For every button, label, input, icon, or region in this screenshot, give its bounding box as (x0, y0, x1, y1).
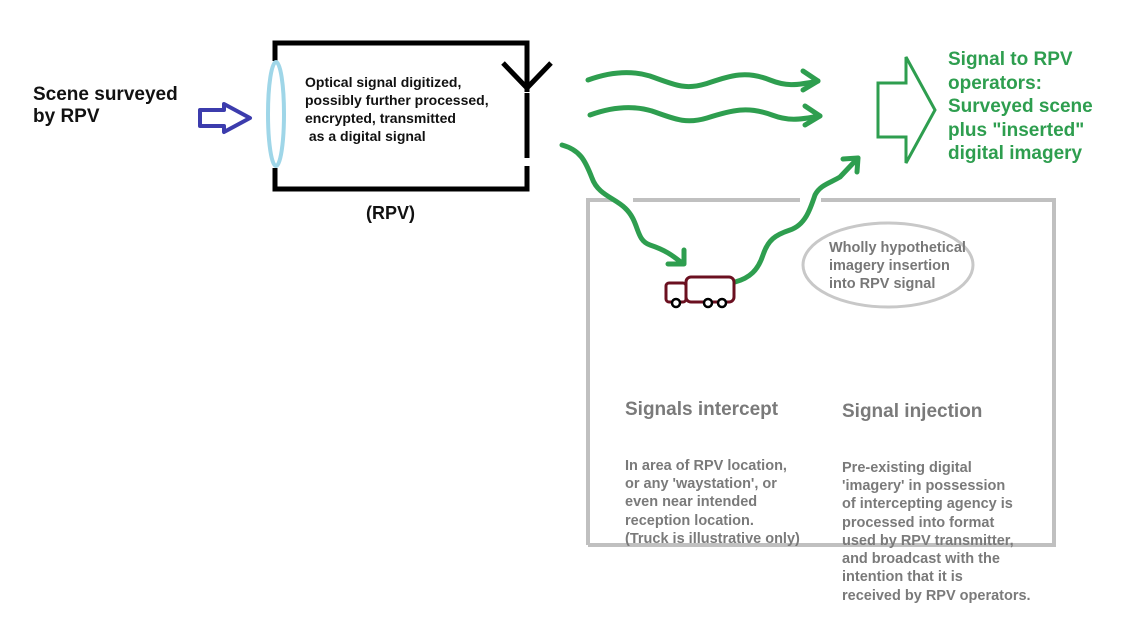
rpv-box (272, 40, 530, 192)
arrowhead-icon (800, 68, 821, 93)
signal-injection-section: Signal injection Pre-existing digital 'i… (842, 365, 1031, 623)
lens-icon (266, 60, 286, 168)
signals-intercept-section: Signals intercept In area of RPV locatio… (625, 363, 800, 566)
signal-injection-body: Pre-existing digital 'imagery' in posses… (842, 459, 1031, 604)
arrowhead-icon (802, 103, 823, 128)
arrowhead-icon (840, 155, 861, 175)
rpv-label: (RPV) (366, 203, 415, 223)
arrowhead-icon (665, 247, 687, 267)
signals-intercept-body: In area of RPV location, or any 'waystat… (625, 457, 800, 547)
wavy-arrow-icon (585, 70, 821, 90)
operators-signal-label: Signal to RPV operators: Surveyed scene … (948, 49, 1093, 164)
intercept-region-box (586, 198, 1056, 547)
truck-icon (664, 275, 736, 309)
block-arrow-right-icon (198, 102, 252, 134)
hypothetical-note: Wholly hypothetical imagery insertion in… (829, 240, 966, 292)
signal-injection-title: Signal injection (842, 400, 983, 422)
wavy-arrow-icon (559, 142, 685, 266)
wavy-arrow-icon (587, 105, 823, 124)
scene-surveyed-label: Scene surveyed by RPV (33, 84, 178, 127)
antenna-icon (501, 61, 553, 92)
rpv-description: Optical signal digitized, possibly furth… (305, 74, 489, 144)
hypothetical-note-ellipse (801, 221, 975, 309)
operators-block-arrow-icon (876, 56, 937, 164)
wavy-arrow-icon (732, 155, 861, 285)
diagram-canvas (198, 40, 1056, 547)
signals-intercept-title: Signals intercept (625, 398, 779, 420)
